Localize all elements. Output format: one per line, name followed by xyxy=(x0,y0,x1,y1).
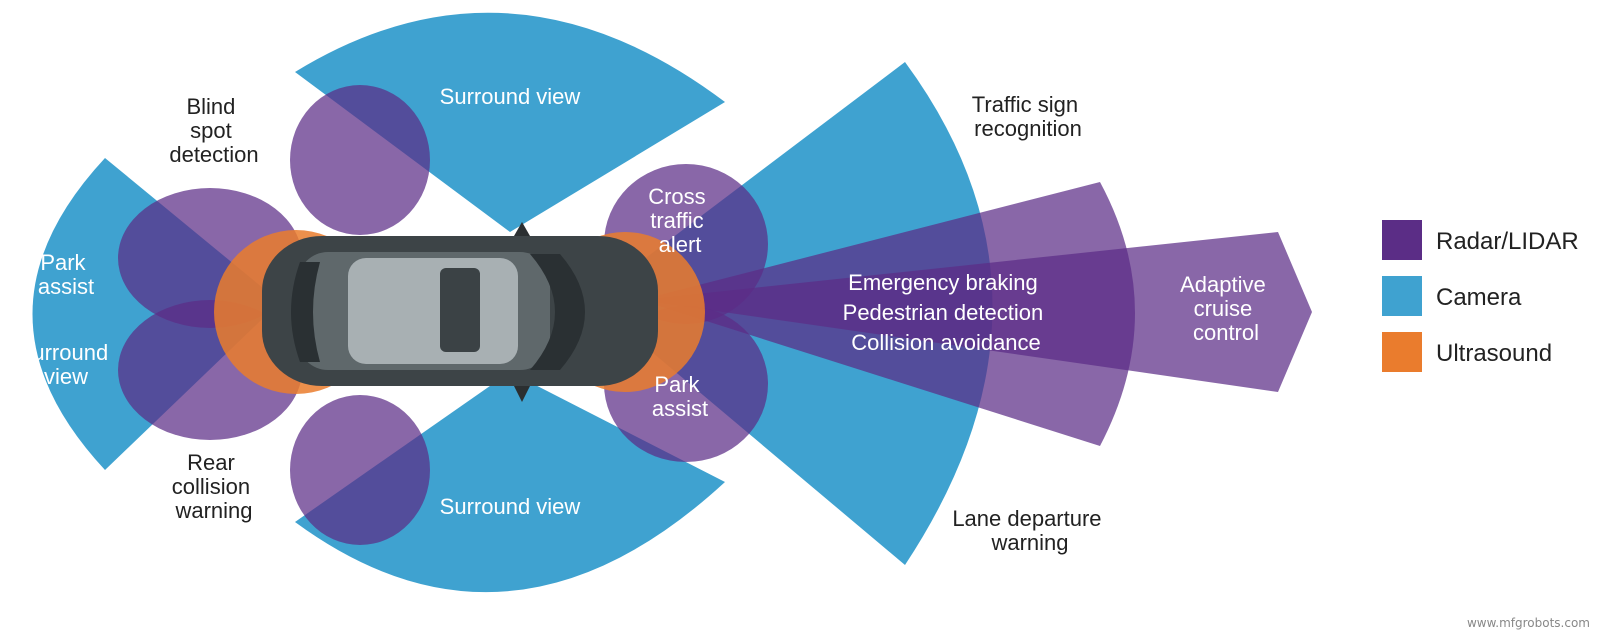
label-emergency-braking: Emergency braking xyxy=(848,270,1038,295)
legend-label-camera: Camera xyxy=(1436,284,1522,311)
radar-zone-blind-spot-bottom xyxy=(290,395,430,545)
label-adaptive-cruise-line1: Adaptive xyxy=(1180,272,1266,297)
label-front-center: Emergency braking Pedestrian detection C… xyxy=(843,270,1050,355)
label-traffic-sign: Traffic sign recognition xyxy=(972,92,1085,141)
car-mirror-bottom xyxy=(514,386,530,402)
label-pedestrian-detection: Pedestrian detection xyxy=(843,300,1044,325)
label-blind-spot-line2: spot xyxy=(190,118,232,143)
label-blind-spot: Blind spot detection xyxy=(169,94,258,167)
label-cross-traffic-line1: Cross xyxy=(648,184,705,209)
label-surround-view-rear-line1: Surround xyxy=(18,340,109,365)
label-rear-collision-line3: warning xyxy=(174,498,252,523)
label-park-assist-front-line1: Park xyxy=(654,372,700,397)
label-traffic-sign-line2: recognition xyxy=(974,116,1082,141)
label-cross-traffic: Cross traffic alert xyxy=(648,184,712,257)
legend: Radar/LIDAR Camera Ultrasound xyxy=(1382,220,1579,372)
label-surround-view-rear-line2: view xyxy=(44,364,88,389)
label-cross-traffic-line2: traffic xyxy=(650,208,703,233)
camera-zone-surround-bottom xyxy=(295,372,725,593)
legend-label-ultrasound: Ultrasound xyxy=(1436,340,1552,367)
label-lane-departure-line2: warning xyxy=(990,530,1068,555)
label-park-assist-front-line2: assist xyxy=(652,396,708,421)
legend-label-radar: Radar/LIDAR xyxy=(1436,228,1579,255)
label-surround-view-rear: Surround view xyxy=(18,340,115,389)
label-surround-view-top: Surround view xyxy=(440,84,581,109)
label-park-assist-rear: Park assist xyxy=(38,250,94,299)
label-park-assist-rear-line1: Park xyxy=(40,250,86,275)
label-adaptive-cruise: Adaptive cruise control xyxy=(1180,272,1272,345)
car-roof xyxy=(348,258,518,364)
radar-zone-adaptive-cruise xyxy=(640,232,1312,392)
camera-zone-surround-top xyxy=(295,12,725,232)
label-adaptive-cruise-line2: cruise xyxy=(1194,296,1253,321)
car-windshield xyxy=(530,254,585,370)
label-lane-departure: Lane departure warning xyxy=(952,506,1107,555)
label-blind-spot-line1: Blind xyxy=(186,94,235,119)
car-sunroof xyxy=(440,268,480,352)
car-rear-window xyxy=(291,262,320,362)
label-park-assist-rear-line2: assist xyxy=(38,274,94,299)
label-cross-traffic-line3: alert xyxy=(659,232,702,257)
legend-swatch-ultrasound xyxy=(1382,332,1422,372)
legend-swatch-radar xyxy=(1382,220,1422,260)
label-rear-collision-line2: collision xyxy=(172,474,250,499)
radar-zone-blind-spot-top xyxy=(290,85,430,235)
label-lane-departure-line1: Lane departure xyxy=(952,506,1101,531)
label-park-assist-front: Park assist xyxy=(652,372,708,421)
watermark: www.mfgrobots.com xyxy=(1466,616,1590,630)
label-blind-spot-line3: detection xyxy=(169,142,258,167)
label-rear-collision: Rear collision warning xyxy=(172,450,256,523)
label-adaptive-cruise-line3: control xyxy=(1193,320,1259,345)
label-collision-avoidance: Collision avoidance xyxy=(851,330,1041,355)
label-surround-view-bottom: Surround view xyxy=(440,494,581,519)
label-rear-collision-line1: Rear xyxy=(187,450,235,475)
label-traffic-sign-line1: Traffic sign xyxy=(972,92,1078,117)
legend-swatch-camera xyxy=(1382,276,1422,316)
car-mirror-top xyxy=(514,222,530,236)
car-top-view xyxy=(262,222,658,402)
